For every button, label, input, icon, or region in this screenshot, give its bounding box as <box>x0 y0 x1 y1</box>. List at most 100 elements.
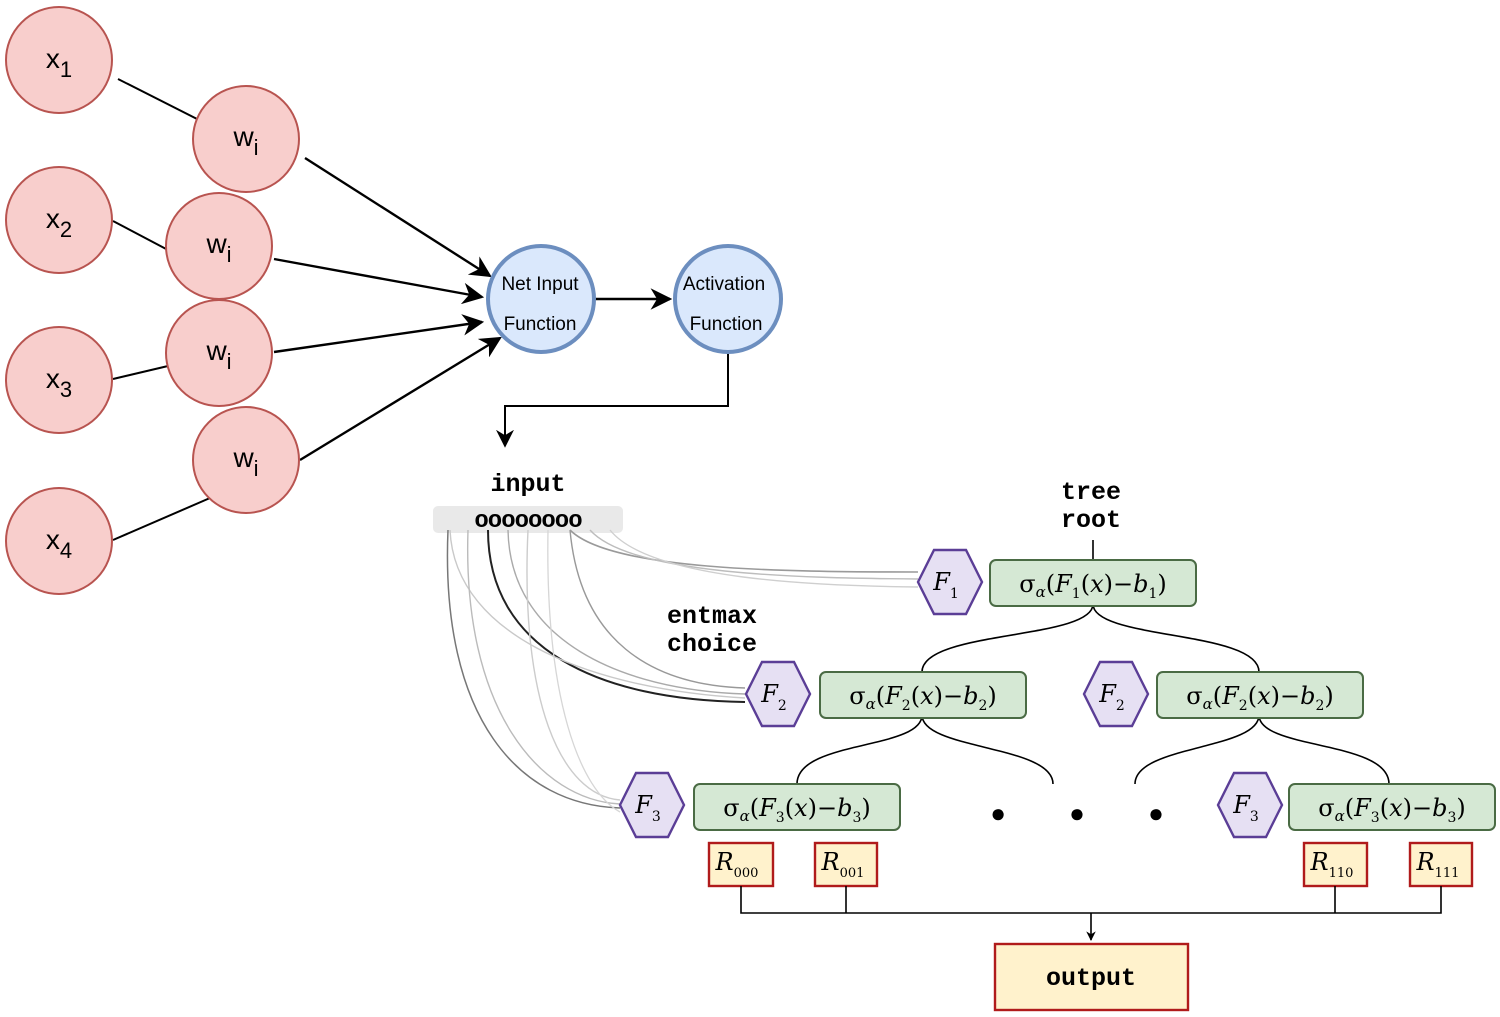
input-node-x1-circle <box>5 6 113 114</box>
weight-node-3: wi <box>165 299 273 407</box>
leaf-r000: R000 <box>707 841 775 888</box>
curve-to-f1-c <box>609 529 919 588</box>
split-formula-f3-left: σα(F3(x)−b3) <box>723 794 871 826</box>
tree-input-bar <box>433 506 623 533</box>
feature-hexagon-f1 <box>916 548 984 616</box>
tree-branches <box>796 603 1390 785</box>
split-formula-f1: σα(F1(x)−b1) <box>1019 570 1167 602</box>
activation-function-line2: Function <box>690 314 763 335</box>
leaf-r000-box <box>707 841 775 888</box>
activation-function-node: Activation Function <box>673 244 783 354</box>
tree-node-f1: F1 σα(F1(x)−b1) <box>916 548 1197 616</box>
tree-node-f2-left: F2 σα(F2(x)−b2) <box>744 660 1027 728</box>
net-input-function-node: Net Input Function <box>486 244 596 354</box>
output-node: output <box>993 942 1190 1012</box>
net-input-function-line2: Function <box>504 314 577 335</box>
weight-node-4: wi <box>192 406 300 514</box>
output-label: output <box>1046 964 1136 993</box>
input-node-x1-label: x1 <box>46 43 72 82</box>
curve-to-f3-d <box>547 529 621 813</box>
input-node-x3-label: x3 <box>46 363 72 402</box>
weight-node-3-label: wi <box>205 335 231 374</box>
input-node-x3: x3 <box>5 326 113 434</box>
activation-function-circle <box>673 244 783 354</box>
tree-root-label-1: tree <box>1061 478 1121 507</box>
leaf-r001-label: R001 <box>821 848 865 881</box>
net-input-function-line1: Net Input <box>501 274 579 295</box>
split-box-f3-right <box>1288 783 1496 831</box>
entmax-label-1: entmax <box>667 602 757 631</box>
weight-node-2-label: wi <box>205 228 231 267</box>
weight-node-4-circle <box>192 406 300 514</box>
leaf-r111-label: R111 <box>1416 848 1460 881</box>
curve-to-f2-c <box>569 529 746 689</box>
curve-to-f1-a <box>569 529 919 573</box>
split-box-f1 <box>989 559 1197 607</box>
weight-node-1-circle <box>192 85 300 193</box>
curve-to-f3-a <box>446 529 621 809</box>
perceptron-section: x1 x2 x3 x4 wi wi wi wi <box>5 6 783 595</box>
input-weight-edges <box>112 78 211 541</box>
weight-node-4-label: wi <box>232 442 258 481</box>
leaf-r110-box <box>1302 841 1369 888</box>
input-node-x4-label: x4 <box>46 524 72 563</box>
edge-x2-w2 <box>112 220 169 251</box>
curve-to-f3-b <box>467 529 621 805</box>
input-node-x1: x1 <box>5 6 113 114</box>
edge-w2-net <box>273 257 485 305</box>
weight-node-2: wi <box>165 192 273 300</box>
feature-label-f1: F1 <box>932 568 959 602</box>
feature-label-f3-right: F3 <box>1232 791 1259 825</box>
leaf-r111: R111 <box>1408 841 1474 888</box>
split-formula-f2-right: σα(F2(x)−b2) <box>1186 682 1334 714</box>
input-node-x4-circle <box>5 487 113 595</box>
tree-section: input oooooooo tree root entmax choice <box>433 470 1496 1012</box>
branch-l2-left-right <box>921 714 1054 785</box>
leaf-r001: R001 <box>813 841 879 888</box>
curve-to-f2-d <box>449 529 746 699</box>
weight-node-1-label: wi <box>232 121 258 160</box>
input-node-x3-circle <box>5 326 113 434</box>
input-node-x2-circle <box>5 166 113 274</box>
tree-root-label-2: root <box>1061 506 1121 535</box>
feature-label-f2-right: F2 <box>1098 680 1125 714</box>
edge-w3-net <box>273 314 485 354</box>
split-box-f2-right <box>1156 671 1364 719</box>
input-node-x2-label: x2 <box>46 203 72 242</box>
feature-selection-curves <box>446 529 919 813</box>
curve-to-f1-b <box>589 529 919 580</box>
edge-x4-w4 <box>112 497 211 541</box>
split-box-f2-left <box>819 671 1027 719</box>
weight-node-1: wi <box>192 85 300 193</box>
edge-activation-tree <box>496 354 729 448</box>
tree-input-dots: oooooooo <box>474 508 582 535</box>
entmax-label-2: choice <box>667 630 757 659</box>
feature-hexagon-f2-left <box>744 660 812 728</box>
tree-node-f2-right: F2 σα(F2(x)−b2) <box>1082 660 1364 728</box>
input-node-x2: x2 <box>5 166 113 274</box>
leaf-r000-label: R000 <box>715 848 759 881</box>
curve-to-f2-b <box>507 529 746 695</box>
split-formula-f2-left: σα(F2(x)−b2) <box>849 682 997 714</box>
output-box <box>993 942 1190 1012</box>
net-input-function-circle <box>486 244 596 354</box>
curve-to-f3-c <box>526 529 621 801</box>
branch-l2-left-left <box>796 714 923 785</box>
activation-function-line1: Activation <box>683 274 765 295</box>
branch-l2-right-right <box>1258 714 1390 785</box>
split-formula-f3-right: σα(F3(x)−b3) <box>1318 794 1466 826</box>
weight-node-3-circle <box>165 299 273 407</box>
leaf-r110-label: R110 <box>1310 848 1354 881</box>
edge-w1-net <box>304 156 492 278</box>
weight-net-edges <box>273 156 502 462</box>
edge-x1-w1 <box>117 78 204 123</box>
branch-l2-right-left <box>1134 714 1260 785</box>
split-box-f3-left <box>693 783 901 831</box>
tree-node-f3-right: F3 σα(F3(x)−b3) <box>1216 771 1496 839</box>
tree-ellipsis: ● ● ● <box>990 798 1192 828</box>
input-node-x4: x4 <box>5 487 113 595</box>
tree-input-label: input <box>490 470 565 499</box>
edge-x3-w3 <box>112 365 169 380</box>
branch-root-right <box>1092 603 1260 673</box>
